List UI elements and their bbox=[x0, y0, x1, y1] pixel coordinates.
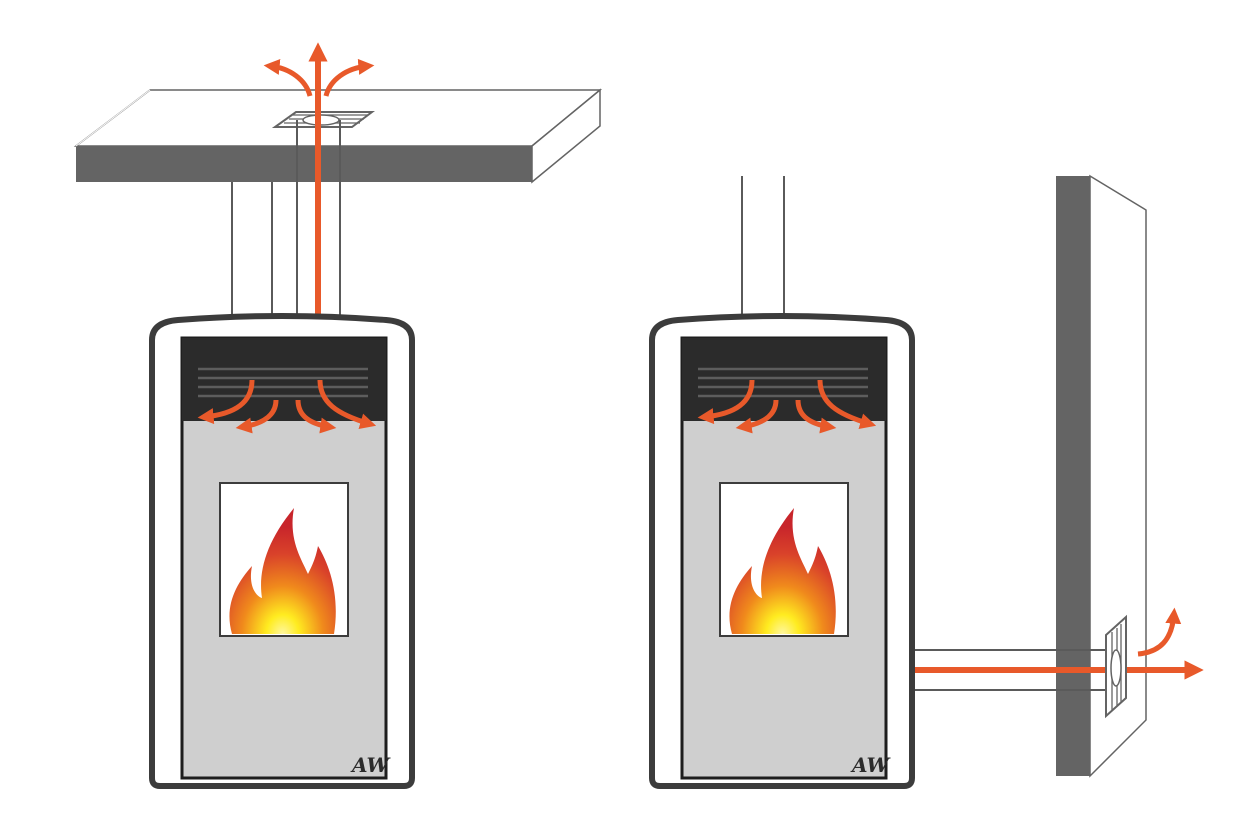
vent-grille-icon bbox=[1105, 614, 1127, 719]
logo-text: AW bbox=[850, 753, 892, 777]
warm-air-arrows bbox=[197, 379, 377, 434]
flame-icon bbox=[229, 508, 336, 634]
ceiling-installation: AW bbox=[73, 42, 603, 789]
arrow-icon bbox=[323, 58, 375, 97]
ceiling-slab bbox=[73, 88, 603, 184]
arrow-icon bbox=[817, 379, 877, 429]
warm-air-arrows bbox=[697, 379, 877, 434]
vent-grille-icon bbox=[271, 111, 375, 128]
arrow-icon bbox=[697, 379, 755, 425]
flue-pipes bbox=[231, 120, 341, 322]
arrow-icon bbox=[263, 59, 313, 97]
arrow-icon bbox=[735, 399, 779, 434]
vent-slats bbox=[198, 367, 368, 398]
flue-pipes bbox=[741, 176, 785, 322]
horizontal-pipe bbox=[912, 649, 1120, 691]
logo-text: AW bbox=[350, 753, 392, 777]
wall bbox=[1056, 174, 1147, 778]
vent-slats bbox=[698, 367, 868, 398]
arrow-icon bbox=[795, 399, 837, 434]
stove-left: AW bbox=[149, 313, 415, 789]
flame-icon bbox=[729, 508, 836, 634]
stove-right: AW bbox=[649, 313, 915, 789]
arrow-icon bbox=[197, 379, 255, 425]
arrow-icon bbox=[235, 399, 279, 434]
arrow-icon bbox=[295, 399, 337, 434]
arrow-icon bbox=[1137, 607, 1182, 657]
arrow-icon bbox=[317, 379, 377, 429]
wall-installation: AW bbox=[649, 174, 1204, 789]
